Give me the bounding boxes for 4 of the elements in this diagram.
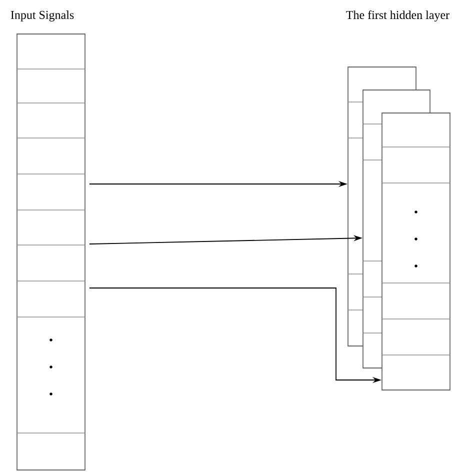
heading: Input Signals [10,10,74,22]
feature-map-box [382,112,450,390]
input-column [16,34,86,470]
heading: The first hidden layer [346,10,450,22]
